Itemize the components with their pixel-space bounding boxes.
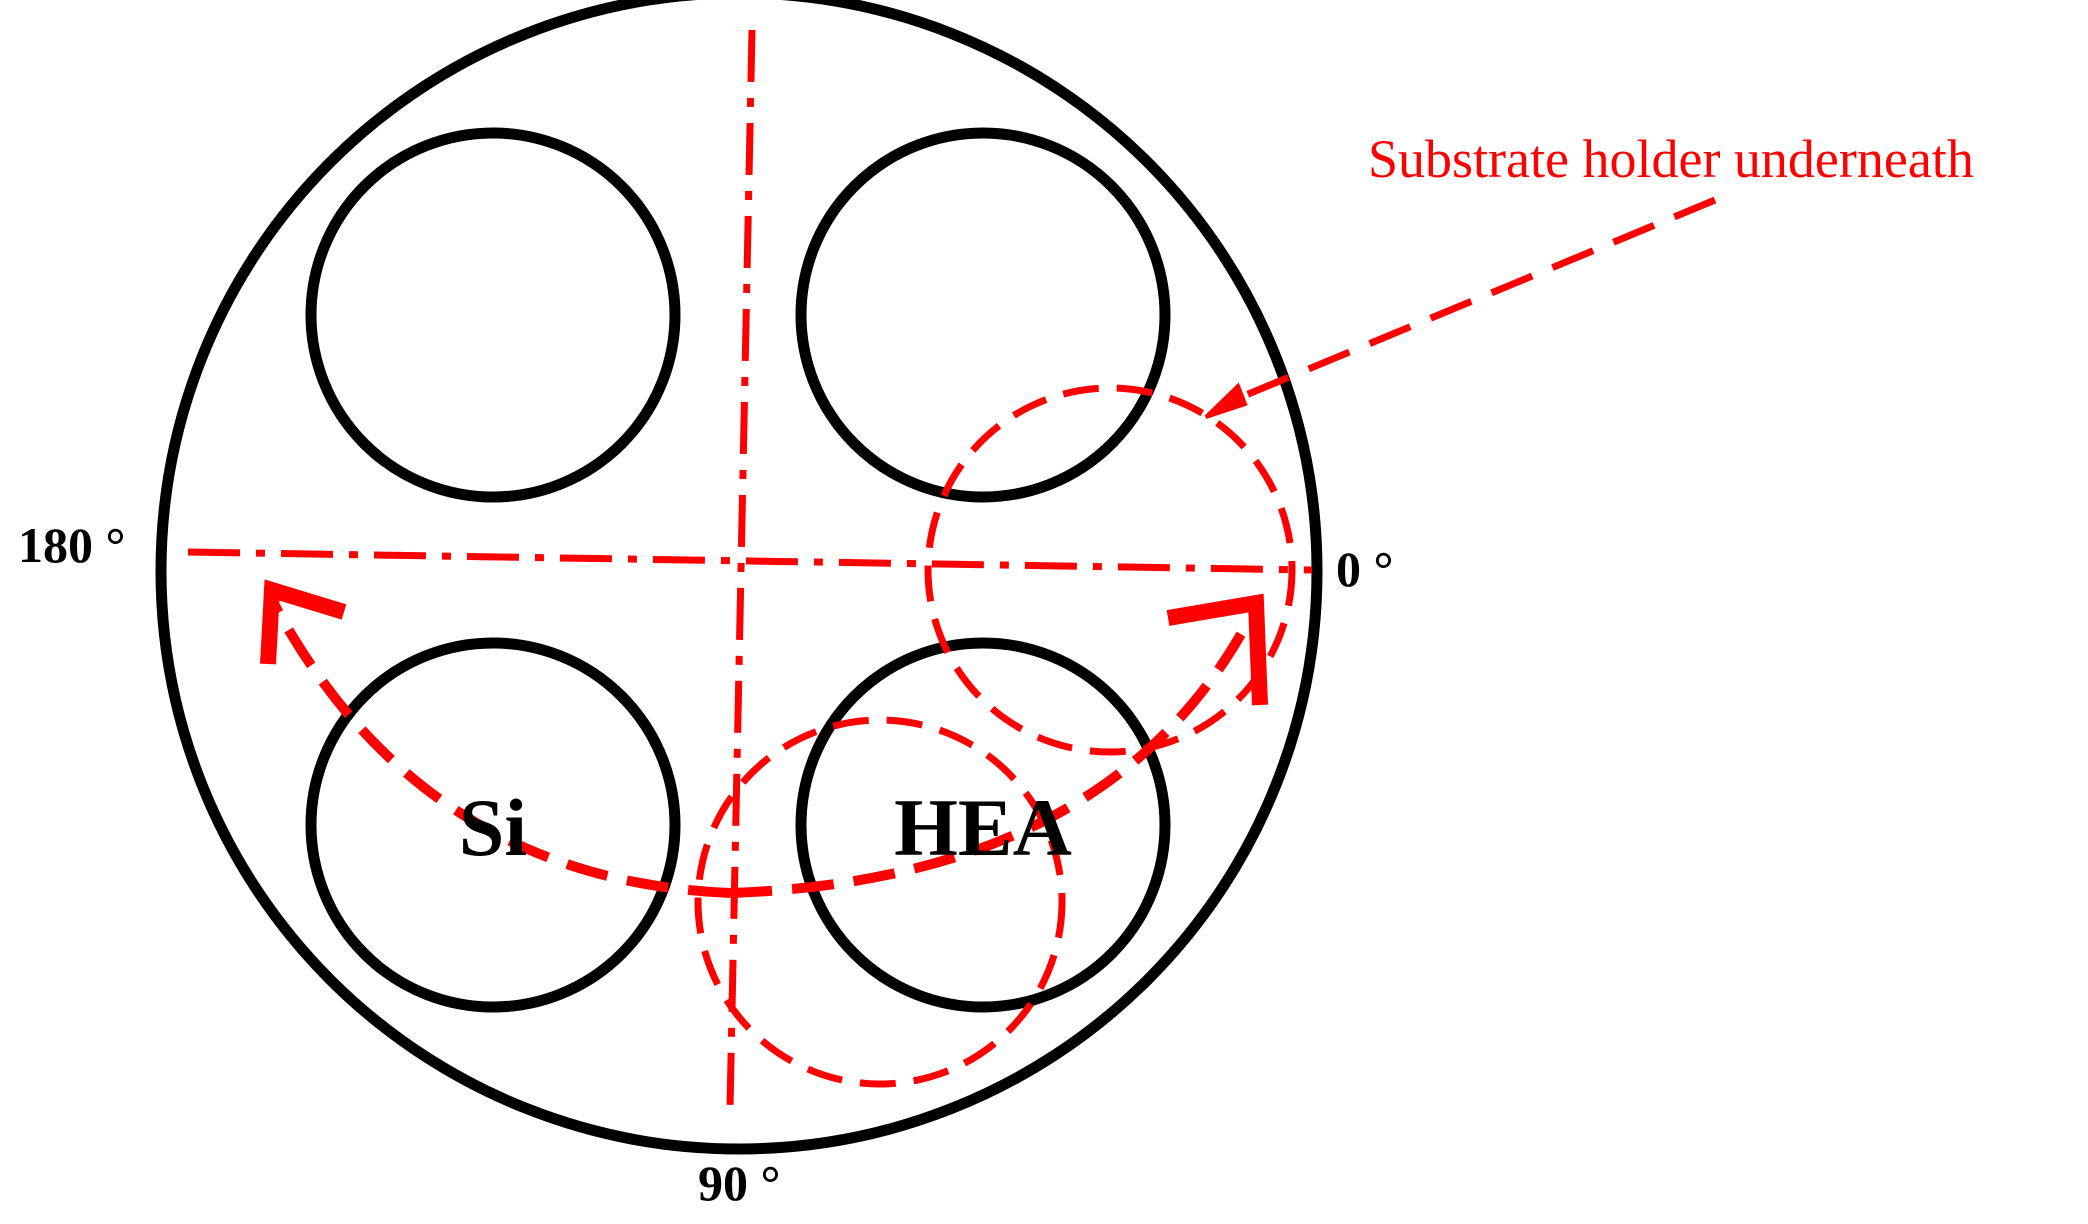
rotation-arrowhead-0: [1166, 593, 1268, 706]
substrate-holder-at-90: [694, 716, 1066, 1088]
sample-slot-hea: [795, 637, 1171, 1013]
sample-slot-si: [305, 637, 681, 1013]
sample-slot-top-right: [795, 127, 1171, 503]
sample-label-si: Si: [459, 782, 527, 873]
sample-label-hea: HEA: [894, 782, 1072, 873]
rotation-arrowhead-180: [260, 579, 347, 665]
sample-plate-outline: [155, 0, 1323, 1155]
angle-label-180: 180 °: [18, 517, 126, 573]
substrate-holder-pointer-line: [1220, 196, 1717, 409]
horizontal-axis-line: [187, 548, 1313, 574]
substrate-holder-at-0: [924, 384, 1296, 756]
substrate-holder-label: Substrate holder underneath: [1368, 129, 1974, 189]
sample-slot-top-left: [305, 127, 681, 503]
vertical-axis-line: [726, 29, 756, 1109]
angle-label-0: 0 °: [1336, 541, 1394, 597]
rotation-arc-to-0: [729, 615, 1255, 898]
angle-label-90: 90 °: [698, 1155, 781, 1211]
rotation-arc-to-180: [267, 597, 731, 898]
substrate-holder-pointer-arrowhead: [1204, 382, 1248, 419]
